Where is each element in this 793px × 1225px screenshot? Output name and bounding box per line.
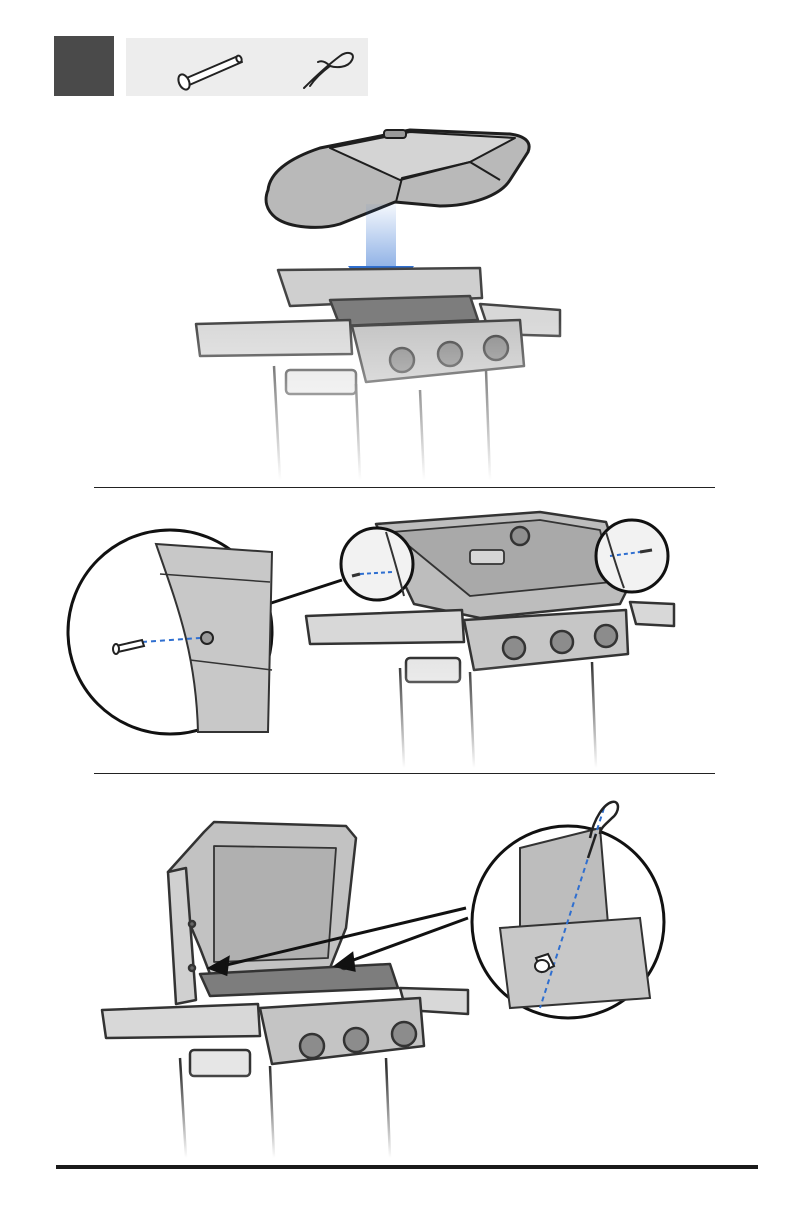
- hinge-pin-icon: [176, 55, 243, 92]
- hairpin-cotter-icon: [304, 53, 353, 88]
- panel-lid-lowering: [0, 120, 793, 480]
- lid-lowering-illustration: [0, 120, 793, 480]
- parts-box: [126, 38, 368, 96]
- cotter-magnified-view: [472, 802, 664, 1018]
- panel-cotter-pin-secure: [0, 778, 793, 1158]
- step-number-box: [54, 36, 114, 96]
- panel-divider: [94, 487, 715, 488]
- hinge-zoom-left: [341, 528, 413, 600]
- panel-divider: [94, 773, 715, 774]
- zoom-leader-line: [262, 580, 342, 606]
- grill-lid: [266, 130, 529, 227]
- hinge-magnified-view: [68, 530, 272, 734]
- parts-illustration: [126, 38, 368, 96]
- panel-hinge-pin-insert: [0, 492, 793, 768]
- cotter-pin-illustration: [0, 778, 793, 1158]
- footer-rule: [56, 1165, 758, 1169]
- hinge-pin-illustration: [0, 492, 793, 768]
- hinge-zoom-right: [596, 520, 668, 592]
